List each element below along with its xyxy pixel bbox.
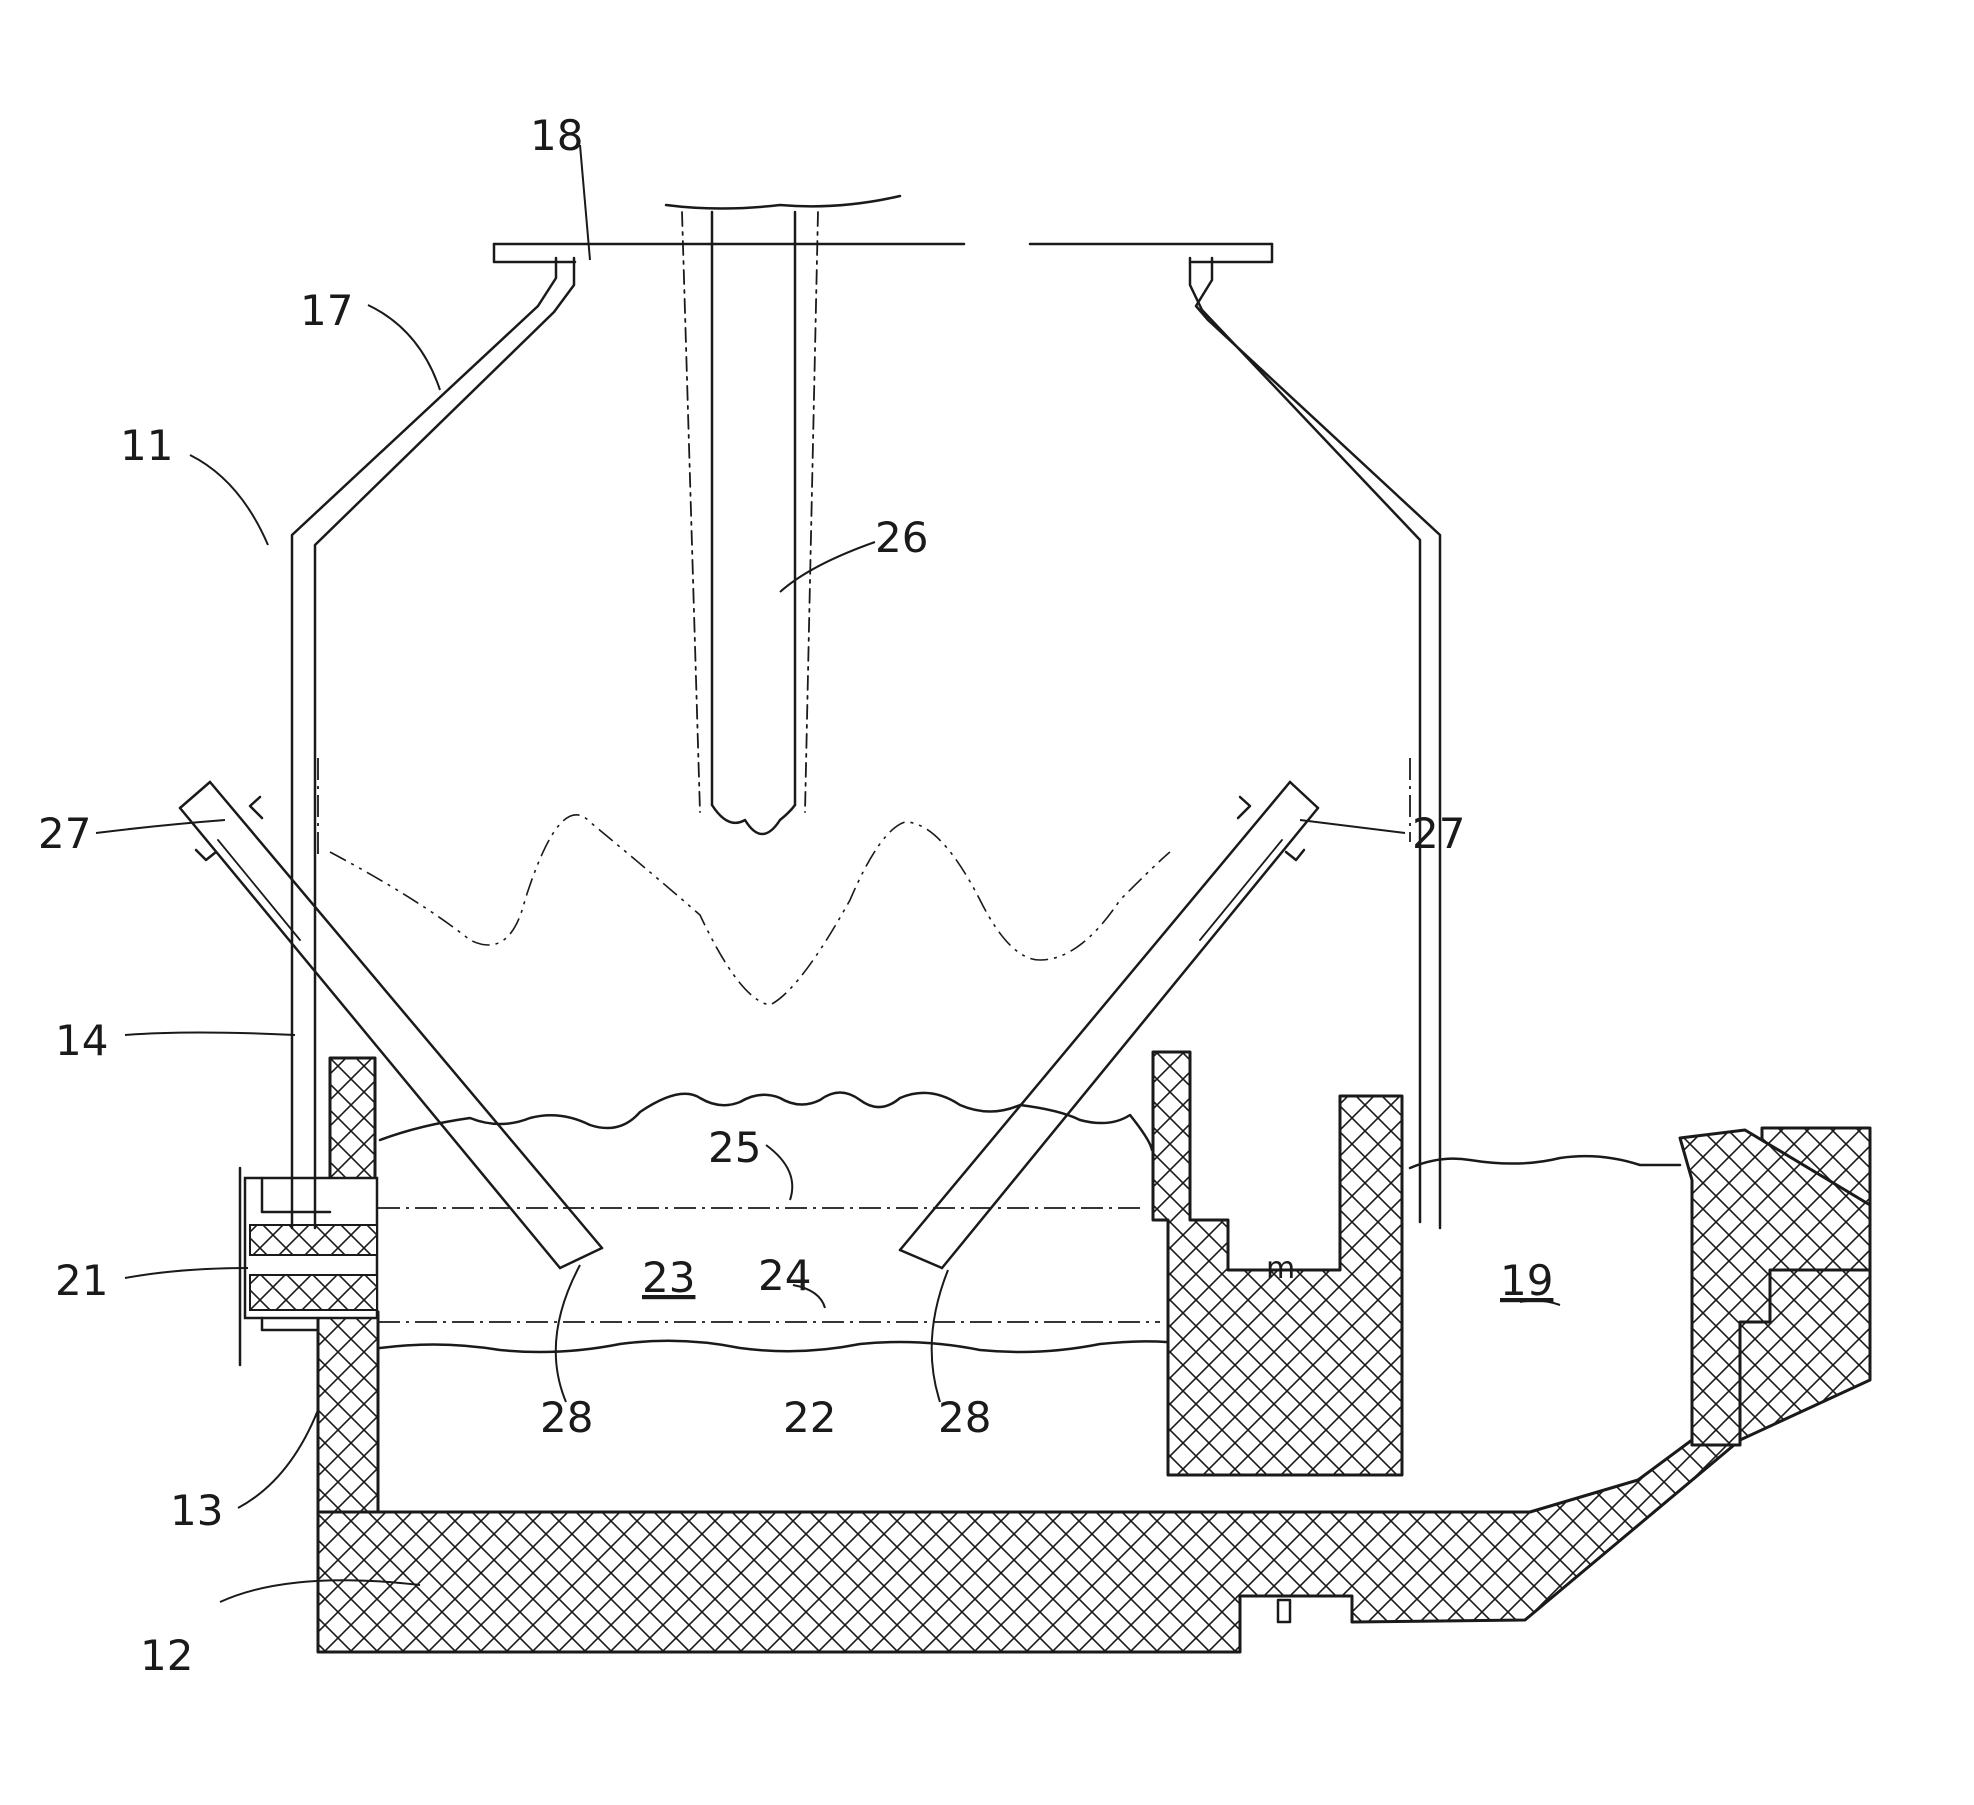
label-23: 23 <box>642 1253 695 1302</box>
label-14: 14 <box>55 1016 108 1065</box>
label-11: 11 <box>120 421 173 470</box>
right-inclined-lance <box>900 782 1318 1268</box>
bottom-tap <box>1278 1600 1290 1622</box>
label-27-right: 27 <box>1412 809 1465 858</box>
burden-profile-line <box>330 815 1170 1005</box>
metal-surface-wave <box>380 1341 1166 1352</box>
label-19: 19 <box>1500 1256 1553 1305</box>
label-17: 17 <box>300 286 353 335</box>
left-wall-refractory-lower <box>318 1312 378 1512</box>
left-inclined-lance <box>180 782 602 1268</box>
label-m: m <box>1266 1251 1295 1286</box>
label-24: 24 <box>758 1251 811 1300</box>
outlet-slag-surface <box>1410 1156 1680 1168</box>
label-13: 13 <box>170 1486 223 1535</box>
label-18: 18 <box>530 111 583 160</box>
label-28-left: 28 <box>540 1393 593 1442</box>
label-22: 22 <box>783 1393 836 1442</box>
shaft-shell <box>292 244 1440 1228</box>
hearth-refractory <box>318 1128 1870 1652</box>
label-25: 25 <box>708 1123 761 1172</box>
label-26: 26 <box>875 513 928 562</box>
label-27-left: 27 <box>38 809 91 858</box>
label-12: 12 <box>140 1631 193 1680</box>
label-28-right: 28 <box>938 1393 991 1442</box>
central-lance <box>666 196 900 834</box>
label-21: 21 <box>55 1256 108 1305</box>
